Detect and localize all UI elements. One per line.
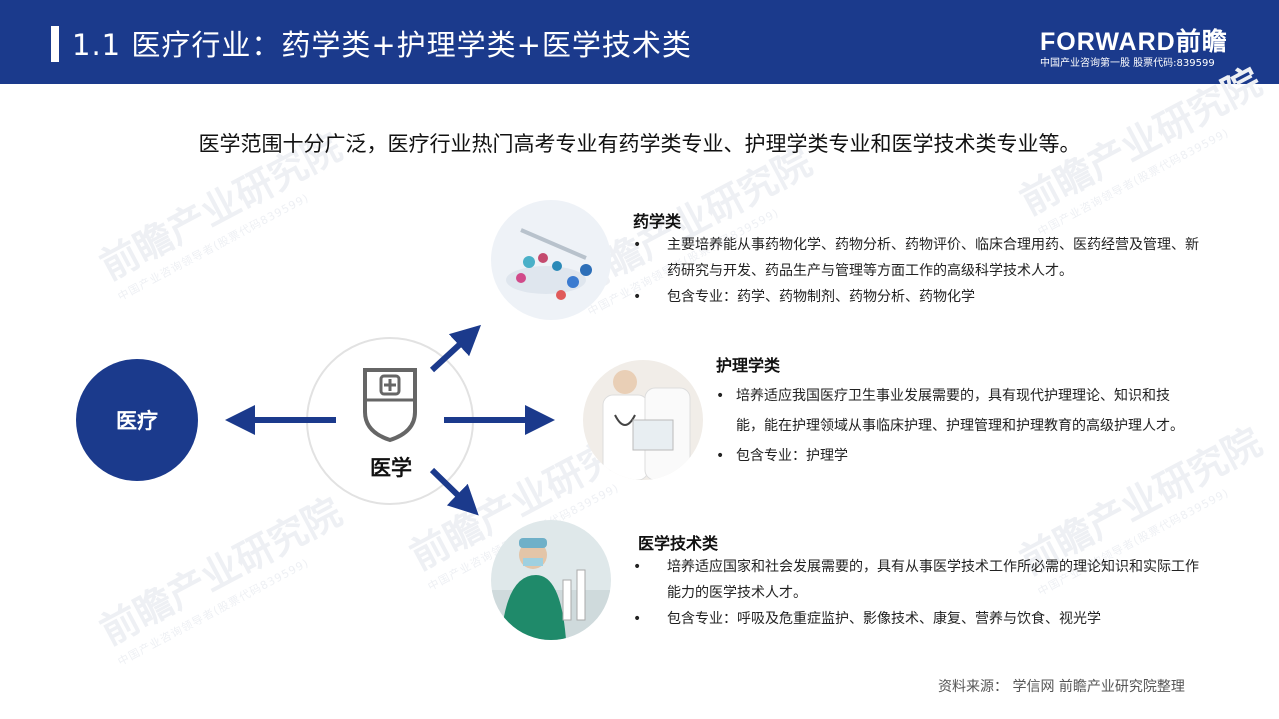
list-item: 主要培养能从事药物化学、药物分析、药物评价、临床合理用药、医药经营及管理、新药研…	[633, 232, 1203, 284]
section-bullets-pharmacy: 主要培养能从事药物化学、药物分析、药物评价、临床合理用药、医药经营及管理、新药研…	[633, 232, 1203, 310]
list-item: 培养适应国家和社会发展需要的，具有从事医学技术工作所必需的理论知识和实际工作能力…	[633, 554, 1203, 606]
list-item: 包含专业：呼吸及危重症监护、影像技术、康复、营养与饮食、视光学	[633, 606, 1203, 632]
brand-tagline: 中国产业咨询第一股 股票代码:839599	[1040, 58, 1215, 69]
header-bar: 1.1 医疗行业：药学类+护理学类+医学技术类 FORWARD前瞻 中国产业咨询…	[0, 0, 1279, 84]
medical-shield-icon	[363, 368, 417, 443]
intro-text: 医学范围十分广泛，医疗行业热门高考专业有药学类专业、护理学类专业和医学技术类专业…	[198, 132, 1081, 156]
nursing-photo	[583, 360, 703, 480]
section-bullets-medtech: 培养适应国家和社会发展需要的，具有从事医学技术工作所必需的理论知识和实际工作能力…	[633, 554, 1203, 632]
list-item: 培养适应我国医疗卫生事业发展需要的，具有现代护理理论、知识和技能，能在护理领域从…	[716, 381, 1196, 441]
section-title-medtech: 医学技术类	[638, 534, 719, 553]
brand-logo: FORWARD前瞻	[1040, 28, 1228, 56]
root-node-label: 医疗	[116, 409, 158, 433]
page-title: 1.1 医疗行业：药学类+护理学类+医学技术类	[72, 28, 692, 62]
watermark: 前瞻产业研究院中国产业咨询领导者(股票代码839599)	[93, 489, 349, 669]
list-item: 包含专业：药学、药物制剂、药物分析、药物化学	[633, 284, 1203, 310]
list-item: 包含专业：护理学	[716, 441, 1196, 471]
source-note: 资料来源： 学信网 前瞻产业研究院整理	[938, 679, 1185, 695]
root-node: 医疗	[76, 359, 198, 481]
section-bullets-nursing: 培养适应我国医疗卫生事业发展需要的，具有现代护理理论、知识和技能，能在护理领域从…	[716, 381, 1196, 471]
section-title-pharmacy: 药学类	[633, 212, 682, 231]
center-node-label: 医学	[370, 456, 412, 480]
section-title-nursing: 护理学类	[716, 356, 781, 375]
pharmacy-photo	[491, 200, 611, 320]
medtech-photo	[491, 520, 611, 640]
title-accent-bar	[51, 26, 59, 62]
